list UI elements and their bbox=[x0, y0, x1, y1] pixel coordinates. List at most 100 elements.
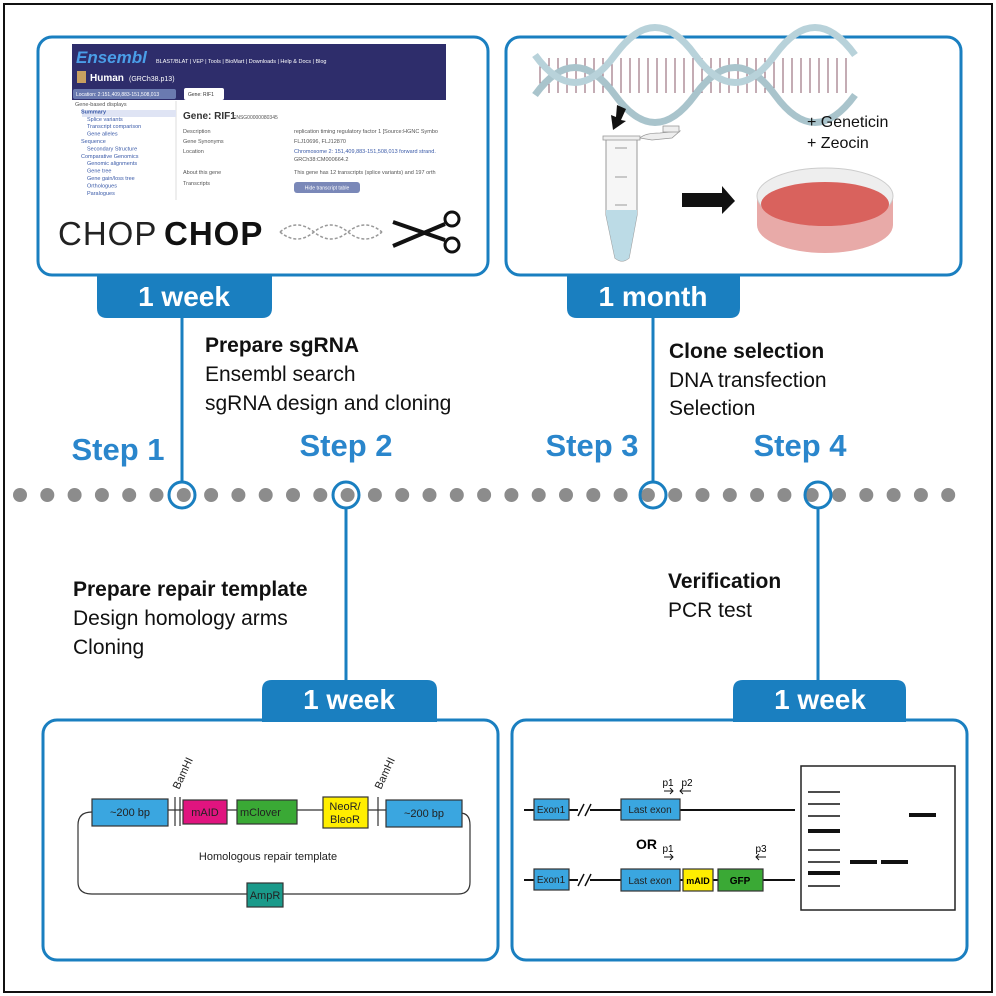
drug-geneticin: + Geneticin bbox=[807, 114, 888, 131]
ladder-band bbox=[808, 803, 840, 805]
scissors-icon bbox=[392, 210, 461, 254]
arrow-right-icon bbox=[664, 853, 674, 861]
step3-marker bbox=[638, 480, 668, 510]
tab-gene[interactable] bbox=[184, 88, 224, 100]
step3-label: Step 3 bbox=[545, 428, 638, 463]
svg-text:1 week: 1 week bbox=[303, 684, 395, 715]
gene-field-value: FLJ10696, FLJ12870 bbox=[294, 139, 346, 145]
duration-tab-step1: 1 week bbox=[97, 276, 272, 318]
step1-marker bbox=[167, 480, 197, 510]
primer-p1: p1 bbox=[662, 778, 674, 789]
sidebar-item[interactable]: Secondary Structure bbox=[87, 146, 137, 152]
svg-text:NeoR/: NeoR/ bbox=[329, 801, 361, 813]
step2-title: Prepare repair template bbox=[73, 578, 308, 601]
arrow-right-icon bbox=[664, 787, 674, 795]
gel-image bbox=[800, 765, 956, 911]
sample-band bbox=[881, 860, 908, 864]
sidebar-item[interactable]: Orthologues bbox=[87, 183, 117, 189]
maid-box bbox=[682, 868, 714, 892]
sample-band bbox=[909, 813, 936, 817]
svg-text:BleoR: BleoR bbox=[330, 814, 360, 826]
gene-field-value: GRCh38:CM000664.2 bbox=[294, 157, 348, 163]
gene-field-value[interactable]: Chromosome 2: 151,409,883-151,508,013 fo… bbox=[294, 149, 436, 155]
step1-line: sgRNA design and cloning bbox=[205, 392, 451, 415]
timeline-dot bbox=[695, 488, 710, 502]
maid-box bbox=[182, 799, 228, 825]
ensembl-logo: Ensembl bbox=[76, 48, 148, 67]
timeline-dot bbox=[176, 488, 191, 502]
step2-label: Step 2 bbox=[299, 428, 392, 463]
ensembl-nav[interactable]: BLAST/BLAT | VEP | Tools | BioMart | Dow… bbox=[156, 59, 327, 65]
sidebar-item: Gene-based displays bbox=[75, 102, 127, 108]
timeline-dot bbox=[449, 488, 464, 502]
assembly: (GRCh38.p13) bbox=[129, 76, 175, 83]
ladder-band bbox=[808, 815, 840, 817]
sidebar-item[interactable]: Gene tree bbox=[87, 169, 111, 175]
sidebar-item[interactable]: Gene gain/loss tree bbox=[87, 176, 135, 182]
tab-gene-label: Gene: RIF1 bbox=[188, 92, 214, 98]
ladder-band bbox=[808, 791, 840, 793]
sidebar-item[interactable]: Transcript comparison bbox=[87, 124, 141, 130]
svg-text:CHOP: CHOP bbox=[164, 215, 263, 252]
timeline-dot bbox=[231, 488, 246, 502]
species-name: Human bbox=[90, 73, 124, 84]
gene-title: Gene: RIF1 bbox=[183, 111, 236, 122]
arrow-left-icon bbox=[755, 853, 766, 861]
step3-line: DNA transfection bbox=[669, 369, 827, 392]
exon1-box bbox=[533, 798, 570, 821]
chopchop-logo: CHOP CHOP bbox=[58, 210, 461, 254]
primer-p3: p3 bbox=[755, 844, 767, 855]
step2-line: Cloning bbox=[73, 636, 144, 659]
timeline bbox=[13, 488, 956, 502]
ladder-band bbox=[808, 885, 840, 887]
svg-text:Last exon: Last exon bbox=[628, 805, 671, 816]
dna-helix bbox=[532, 24, 858, 126]
gene-id: ENSG00000080345 bbox=[233, 115, 278, 121]
ladder-band bbox=[808, 861, 840, 863]
sidebar-item[interactable]: Comparative Genomics bbox=[81, 154, 139, 160]
step4-line: PCR test bbox=[668, 599, 752, 622]
svg-text:mAID: mAID bbox=[686, 876, 710, 886]
ampr-box bbox=[246, 882, 284, 908]
timeline-dot bbox=[94, 488, 109, 502]
gfp-box bbox=[717, 868, 764, 892]
sidebar-item[interactable]: Sequence bbox=[81, 139, 106, 145]
step3-title: Clone selection bbox=[669, 340, 824, 363]
hide-transcript-button[interactable] bbox=[294, 182, 360, 193]
gene-field-value: replication timing regulatory factor 1 [… bbox=[294, 129, 438, 135]
svg-text:Last exon: Last exon bbox=[628, 876, 671, 887]
repair-template-diagram: ~200 bp BamHI mAID mClover NeoR/ BleoR B… bbox=[77, 756, 471, 908]
primer-p1: p1 bbox=[662, 844, 674, 855]
svg-text:~200 bp: ~200 bp bbox=[404, 808, 444, 820]
sidebar-item[interactable]: Gene alleles bbox=[87, 132, 118, 138]
sidebar-item[interactable]: Paralogues bbox=[87, 191, 115, 197]
sample-band bbox=[850, 860, 877, 864]
sidebar-item[interactable]: Genomic alignments bbox=[87, 161, 137, 167]
timeline-dot bbox=[777, 488, 792, 502]
sidebar-item[interactable]: Splice variants bbox=[87, 117, 123, 123]
svg-text:1 week: 1 week bbox=[774, 684, 866, 715]
tab-location-label: Location: 2:151,409,883-151,508,013 bbox=[76, 92, 159, 98]
duration-tab-step3: 1 month bbox=[567, 276, 740, 318]
step1-line: Ensembl search bbox=[205, 363, 356, 386]
step4-title: Verification bbox=[668, 570, 781, 593]
gene-field-label: About this gene bbox=[183, 170, 221, 176]
ladder-band bbox=[808, 829, 840, 833]
tab-location[interactable] bbox=[73, 89, 176, 99]
timeline-dot bbox=[886, 488, 901, 502]
gene-field-label: Transcripts bbox=[183, 181, 210, 187]
timeline-dot bbox=[586, 488, 601, 502]
last-exon-box bbox=[620, 798, 681, 821]
exon1-box bbox=[533, 868, 570, 891]
svg-text:GFP: GFP bbox=[730, 876, 751, 887]
timeline-markers bbox=[167, 480, 833, 510]
timeline-dot bbox=[804, 488, 819, 502]
timeline-dot bbox=[613, 488, 628, 502]
step2-marker bbox=[331, 480, 361, 510]
gene-field-label: Location bbox=[183, 149, 204, 155]
duration-tab-step2: 1 week bbox=[262, 680, 437, 722]
timeline-dot bbox=[422, 488, 437, 502]
svg-text:Exon1: Exon1 bbox=[537, 805, 566, 816]
sidebar-item[interactable]: Summary bbox=[81, 109, 107, 115]
neo-bleo-box bbox=[322, 796, 369, 829]
